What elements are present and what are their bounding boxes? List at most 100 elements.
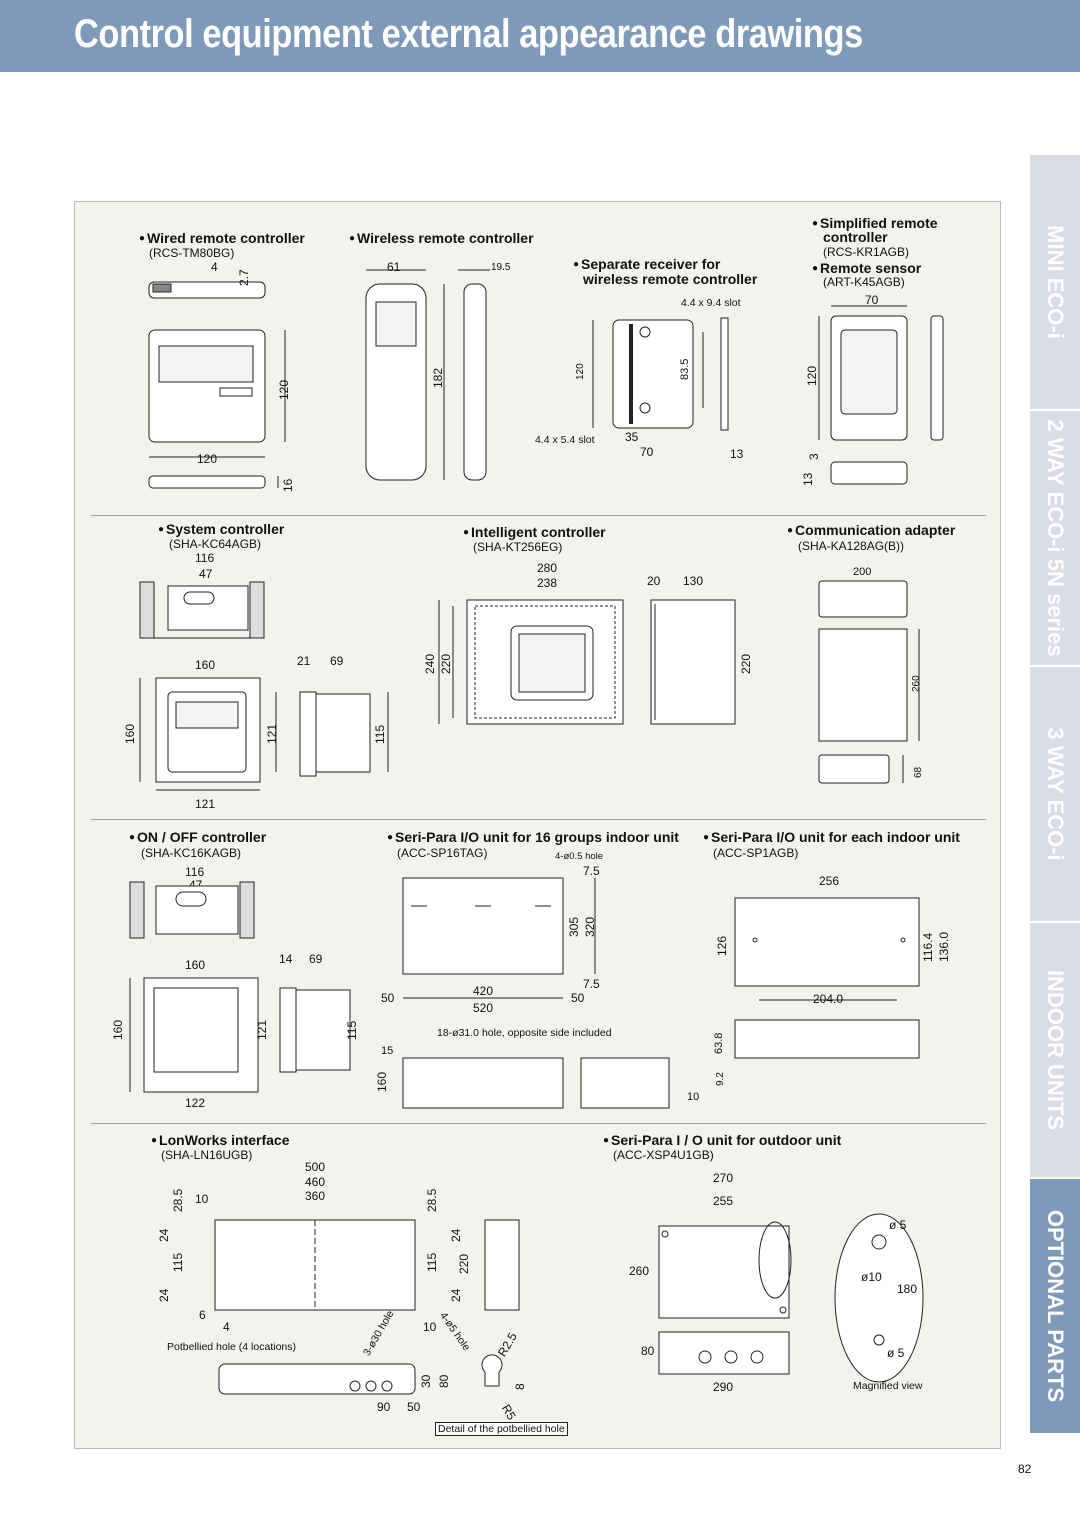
tab-indoor-units[interactable]: INDOOR UNITS xyxy=(1030,923,1080,1179)
dim: 238 xyxy=(537,576,558,590)
dim: 83.5 xyxy=(679,358,691,380)
dim: 520 xyxy=(473,1001,494,1015)
dim: 460 xyxy=(305,1175,326,1189)
sensor-model: (ART-K45AGB) xyxy=(823,275,905,289)
receiver-label-2: wireless remote controller xyxy=(583,271,758,287)
dim: 68 xyxy=(913,766,924,778)
dim: 50 xyxy=(407,1400,421,1414)
dim: 116 xyxy=(185,865,205,879)
wired-label: Wired remote controller xyxy=(139,230,305,246)
dim: 19.5 xyxy=(491,262,511,273)
dim: 70 xyxy=(865,293,879,307)
seri16-hole2: 18-ø31.0 hole, opposite side included xyxy=(437,1027,612,1039)
dim: 136.0 xyxy=(937,931,951,962)
receiver-drawing xyxy=(592,317,729,431)
dim: ø 5 xyxy=(887,1346,905,1360)
page-header: Control equipment external appearance dr… xyxy=(0,0,1080,72)
dim: 70 xyxy=(640,445,654,459)
tab-label: 2 WAY ECO-i 5N series xyxy=(1043,419,1068,657)
dim: 115 xyxy=(373,724,387,744)
dim: ø 5 xyxy=(889,1218,907,1232)
dim: 500 xyxy=(305,1160,326,1174)
onoff-model: (SHA-KC16KAGB) xyxy=(141,846,242,860)
dim: 116.4 xyxy=(921,932,935,962)
tab-label: MINI ECO-i xyxy=(1043,225,1068,339)
dim: 50 xyxy=(571,991,585,1005)
seri-each-model: (ACC-SP1AGB) xyxy=(713,846,799,860)
dim: 115 xyxy=(345,1020,359,1040)
dim: 30 xyxy=(419,1374,433,1388)
wired-drawing xyxy=(148,281,286,489)
tab-3-way-eco-i[interactable]: 3 WAY ECO-i xyxy=(1030,667,1080,923)
dim: 270 xyxy=(713,1171,734,1185)
wired-model: (RCS-TM80BG) xyxy=(149,246,235,260)
dim: 9.2 xyxy=(715,1072,726,1086)
receiver-slot-b: 4.4 x 5.4 slot xyxy=(535,434,595,446)
outdoor-drawing xyxy=(658,1213,924,1383)
lonworks-drawing xyxy=(214,1219,520,1395)
wireless-label: Wireless remote controller xyxy=(349,230,534,246)
page-number: 82 xyxy=(1018,1462,1032,1476)
onoff-label: ON / OFF controller xyxy=(129,829,266,845)
dim: 130 xyxy=(683,574,704,588)
system-label: System controller xyxy=(158,521,284,537)
dim: 35 xyxy=(625,430,639,444)
dim: 305 xyxy=(567,916,581,937)
simplified-drawing xyxy=(818,305,944,485)
dim: 260 xyxy=(911,675,922,692)
simplified-model: (RCS-KR1AGB) xyxy=(823,245,910,259)
section-divider xyxy=(91,515,986,516)
dim: 63.8 xyxy=(713,1032,725,1054)
dim: 122 xyxy=(185,1096,206,1110)
dim: 160 xyxy=(375,1071,389,1092)
comm-model: (SHA-KA128AG(B)) xyxy=(798,539,905,553)
dim: 10 xyxy=(687,1091,700,1103)
seri16-drawing xyxy=(402,877,670,1109)
dim: 204.0 xyxy=(813,992,844,1006)
tab-2-way-eco-i[interactable]: 2 WAY ECO-i 5N series xyxy=(1030,411,1080,667)
wireless-drawing xyxy=(365,269,490,481)
tab-mini-eco-i[interactable]: MINI ECO-i xyxy=(1030,155,1080,411)
dim: 420 xyxy=(473,984,494,998)
dim: 90 xyxy=(377,1400,391,1414)
comm-drawing xyxy=(818,580,920,784)
dim: 50 xyxy=(381,991,395,1005)
comm-label: Communication adapter xyxy=(787,522,955,538)
seri16-label: Seri-Para I/O unit for 16 groups indoor … xyxy=(387,829,679,845)
dim: 20 xyxy=(647,574,661,588)
outdoor-model: (ACC-XSP4U1GB) xyxy=(613,1148,714,1162)
dim: 290 xyxy=(713,1380,734,1394)
sensor-label: Remote sensor xyxy=(812,260,921,276)
dim: 120 xyxy=(197,452,218,466)
dim: 69 xyxy=(330,654,344,668)
dim: 260 xyxy=(629,1264,650,1278)
section-divider xyxy=(91,819,986,820)
dim: 115 xyxy=(425,1252,439,1272)
lonworks-detail: Detail of the potbellied hole xyxy=(435,1422,568,1436)
seri16-model: (ACC-SP16TAG) xyxy=(397,846,488,860)
dim: 200 xyxy=(853,566,872,578)
tab-label: 3 WAY ECO-i xyxy=(1043,727,1068,861)
tab-label: OPTIONAL PARTS xyxy=(1043,1209,1068,1403)
dim: 24 xyxy=(157,1288,171,1302)
receiver-label: Separate receiver for xyxy=(573,256,720,272)
dim: 240 xyxy=(423,653,437,674)
simplified-label: Simplified remote xyxy=(812,215,937,231)
lonworks-label: LonWorks interface xyxy=(151,1132,289,1148)
dim: 160 xyxy=(111,1019,125,1040)
dim: 126 xyxy=(715,935,729,956)
tab-optional-parts[interactable]: OPTIONAL PARTS xyxy=(1030,1179,1080,1435)
dim: 255 xyxy=(713,1194,734,1208)
dim: 80 xyxy=(437,1374,451,1388)
dim: 220 xyxy=(457,1253,471,1274)
dim: 4 xyxy=(223,1320,230,1334)
dim: 10 xyxy=(195,1192,209,1206)
dim: 7.5 xyxy=(583,977,600,991)
dim: 47 xyxy=(199,567,213,581)
dim: 24 xyxy=(449,1228,463,1242)
dim: 160 xyxy=(185,958,206,972)
dim: 120 xyxy=(575,363,586,380)
side-tabs: MINI ECO-i 2 WAY ECO-i 5N series 3 WAY E… xyxy=(1030,155,1080,1435)
dim: ø10 xyxy=(861,1270,882,1284)
dim: 24 xyxy=(449,1288,463,1302)
